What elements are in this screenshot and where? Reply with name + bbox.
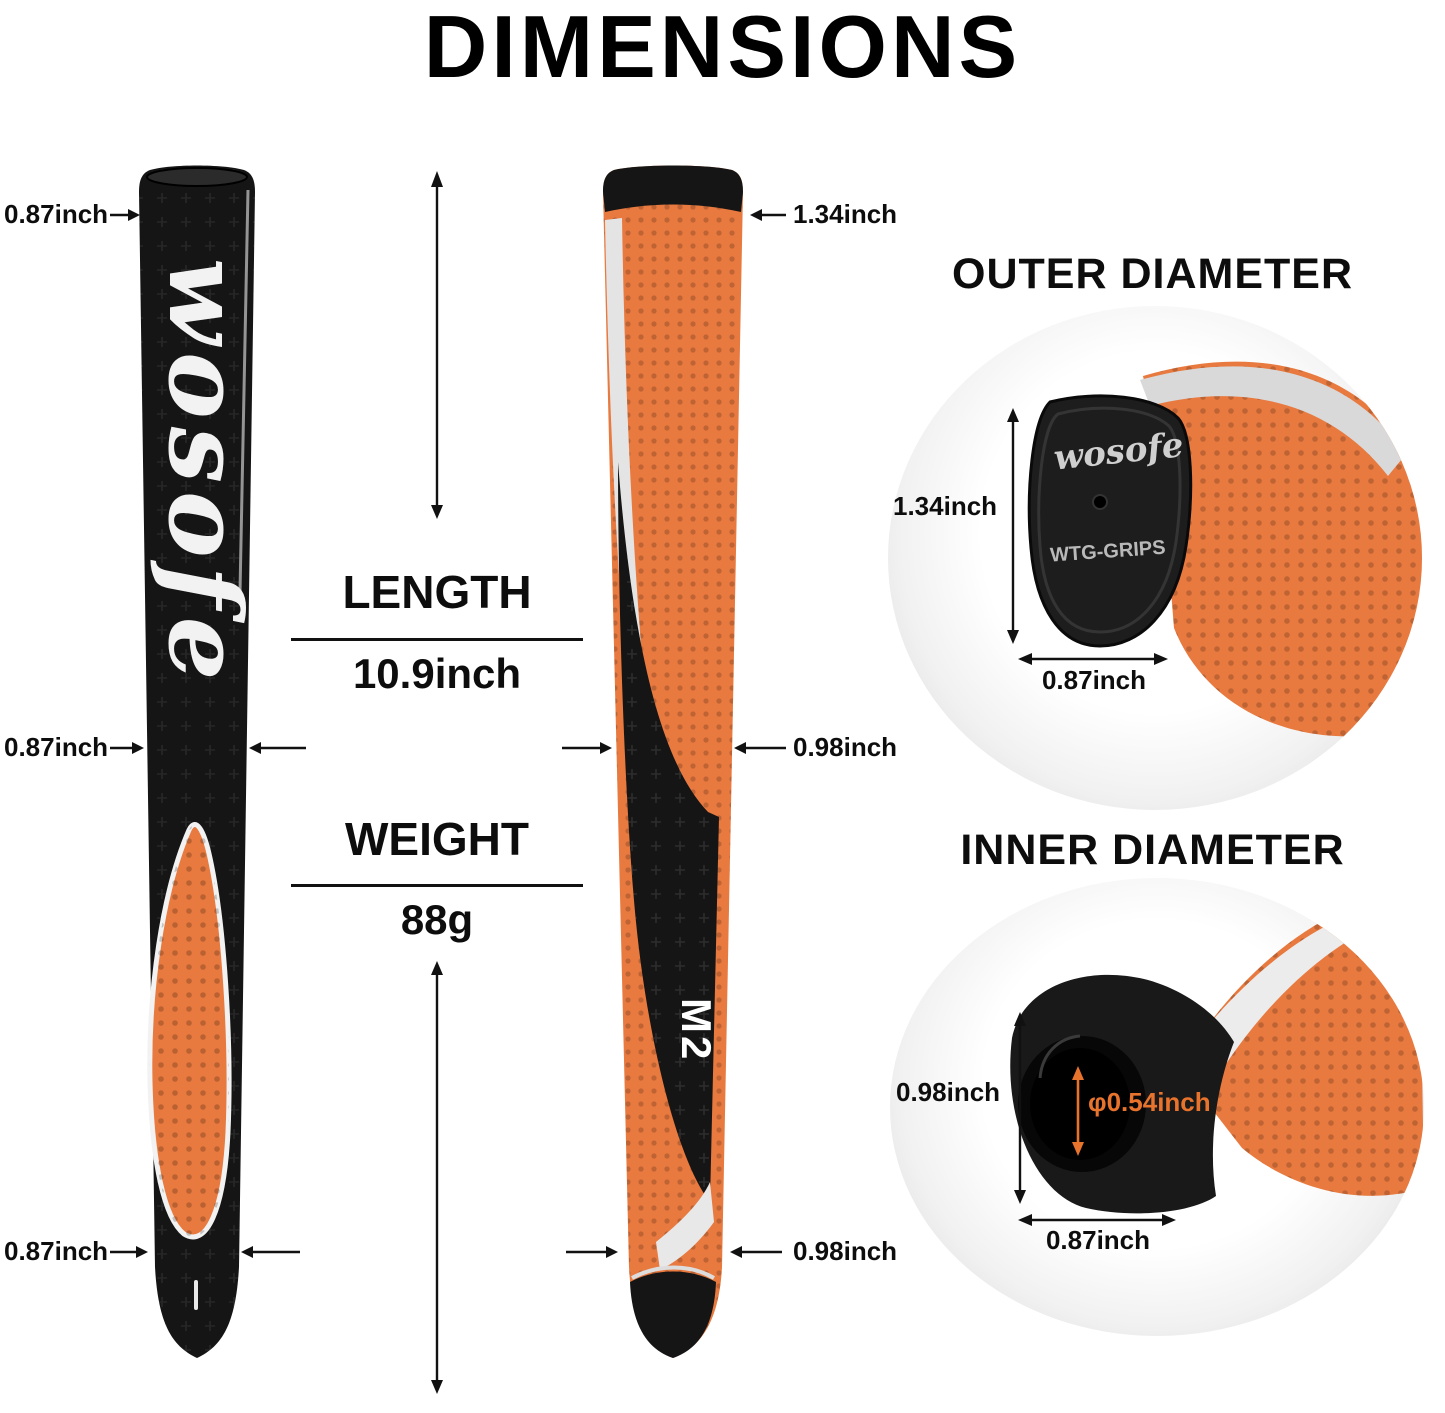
outer-width-label: 0.87inch [1041,665,1147,695]
length-underline [291,638,583,641]
front-grip-edge-highlight [238,189,250,593]
side-grip-butt-cap [603,165,743,212]
front-grip-image [139,165,255,1358]
front-grip-orange-dimples [149,824,230,1237]
arrow-left-icon [750,209,786,221]
outer-diameter-photo: wosofe WTG-GRIPS [888,306,1422,810]
side-grip-width-label-middle: 0.98inch [793,732,898,762]
weight-value: 88g [400,896,474,943]
outer-butt-bevel [1037,406,1182,634]
inner-height-label: 0.98inch [896,1077,1001,1107]
inner-diameter-heading: INNER DIAMETER [960,826,1345,874]
weight-underline [291,884,583,887]
page-title: DIMENSIONS [423,0,1022,96]
front-grip-width-label-middle: 0.87inch [4,732,109,762]
inner-diameter-illustration [1010,904,1424,1214]
outer-butt-hole [1092,494,1108,510]
inner-hole-label: φ0.54inch [1088,1087,1211,1117]
outer-butt-face [1027,394,1193,648]
front-grip-width-label-top: 0.87inch [4,199,109,229]
outer-grip-silver-stripe [1140,366,1406,476]
side-grip-model: M2 [673,998,720,1063]
side-grip-width-label-top: 1.34inch [793,199,898,229]
inner-grip-dimples [1180,904,1424,1196]
front-grip-butt-cap [146,167,248,187]
front-grip-width-label-bottom: 0.87inch [4,1236,109,1266]
weight-label: WEIGHT [345,813,529,865]
inner-grip-white-stripe [1190,914,1382,1064]
side-grip-silver-stripe [605,218,662,862]
inner-width-label: 0.87inch [1045,1225,1151,1255]
outer-diameter-heading: OUTER DIAMETER [952,250,1353,298]
side-grip-lower-white-stripe [656,1182,714,1270]
length-value: 10.9inch [352,650,522,697]
front-grip-logo: wosofe [146,258,264,689]
outer-height-label: 1.34inch [893,491,998,521]
side-grip-black-texture [618,462,719,1202]
front-grip-tip-mark [194,1280,198,1310]
length-dimension-line [431,171,443,1394]
side-grip-width-label-bottom: 0.98inch [793,1236,898,1266]
inner-tip-hole-highlight [1038,1034,1081,1079]
side-grip-tip [630,1271,716,1358]
outer-diameter-illustration: wosofe WTG-GRIPS [1027,361,1422,737]
side-grip-image [603,165,743,1358]
length-label: LENGTH [342,566,532,618]
outer-grip-dimples [1143,361,1422,737]
side-grip-tip-highlight [631,1265,716,1280]
inner-diameter-photo [890,878,1424,1336]
inner-tip-hole [1030,1048,1130,1160]
